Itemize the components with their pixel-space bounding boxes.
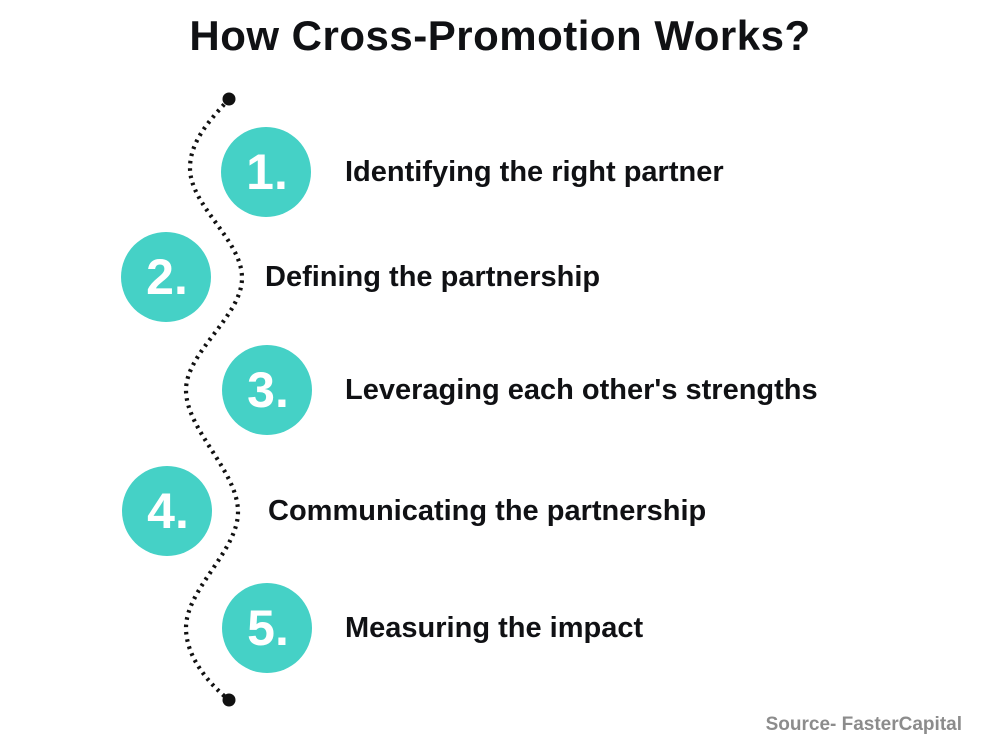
step-label-5: Measuring the impact <box>345 611 644 644</box>
source-credit: Source- FasterCapital <box>765 714 962 735</box>
step-label-2: Defining the partnership <box>265 260 601 293</box>
step-number-bubble-1: 1. <box>221 127 311 217</box>
step-number-bubble-4: 4. <box>122 466 212 556</box>
page-title: How Cross-Promotion Works? <box>189 12 811 59</box>
step-number-bubble-5: 5. <box>222 583 312 673</box>
step-label-3: Leveraging each other's strengths <box>345 373 818 406</box>
step-number-bubble-3: 3. <box>222 345 312 435</box>
step-label-4: Communicating the partnership <box>268 494 707 527</box>
curve-end-dot <box>222 693 236 707</box>
curve-start-dot <box>222 92 236 106</box>
step-label-1: Identifying the right partner <box>345 155 724 188</box>
step-number-bubble-2: 2. <box>121 232 211 322</box>
